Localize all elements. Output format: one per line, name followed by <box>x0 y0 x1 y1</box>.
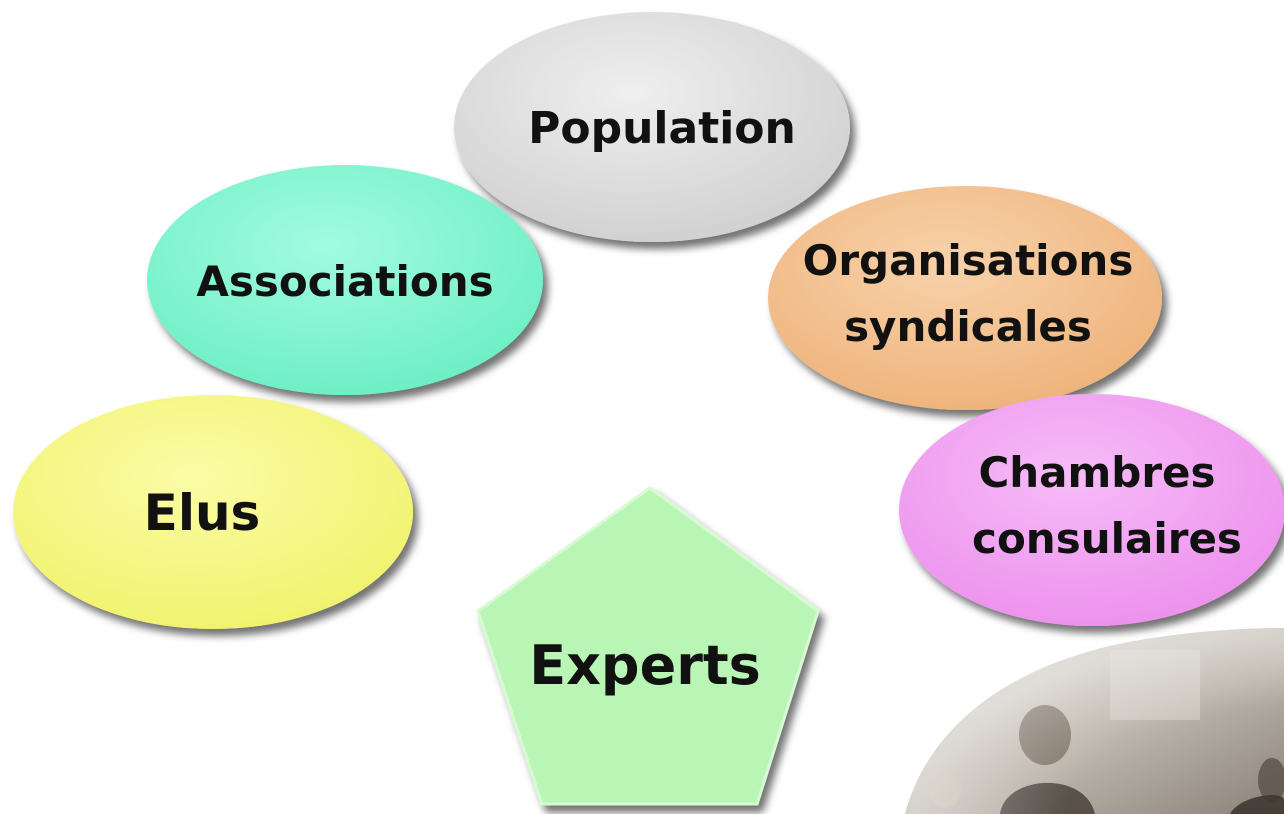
chambres-consulaires-node: Chambres consulaires <box>899 394 1284 626</box>
elus-node: Elus <box>13 395 413 629</box>
meeting-photo <box>905 628 1284 814</box>
population-node: Population <box>454 12 850 242</box>
chambres-label-line1: Chambres <box>978 448 1215 497</box>
organisations-label-line1: Organisations <box>803 236 1134 285</box>
experts-node: Experts <box>476 486 820 806</box>
organisations-syndicales-node: Organisations syndicales <box>768 186 1162 410</box>
organisations-label-line2: syndicales <box>844 302 1092 351</box>
associations-node: Associations <box>147 165 543 395</box>
elus-label: Elus <box>144 484 261 542</box>
associations-label: Associations <box>196 257 493 306</box>
chambres-label-line2: consulaires <box>972 514 1242 563</box>
population-label: Population <box>528 103 796 154</box>
experts-label: Experts <box>529 634 761 697</box>
